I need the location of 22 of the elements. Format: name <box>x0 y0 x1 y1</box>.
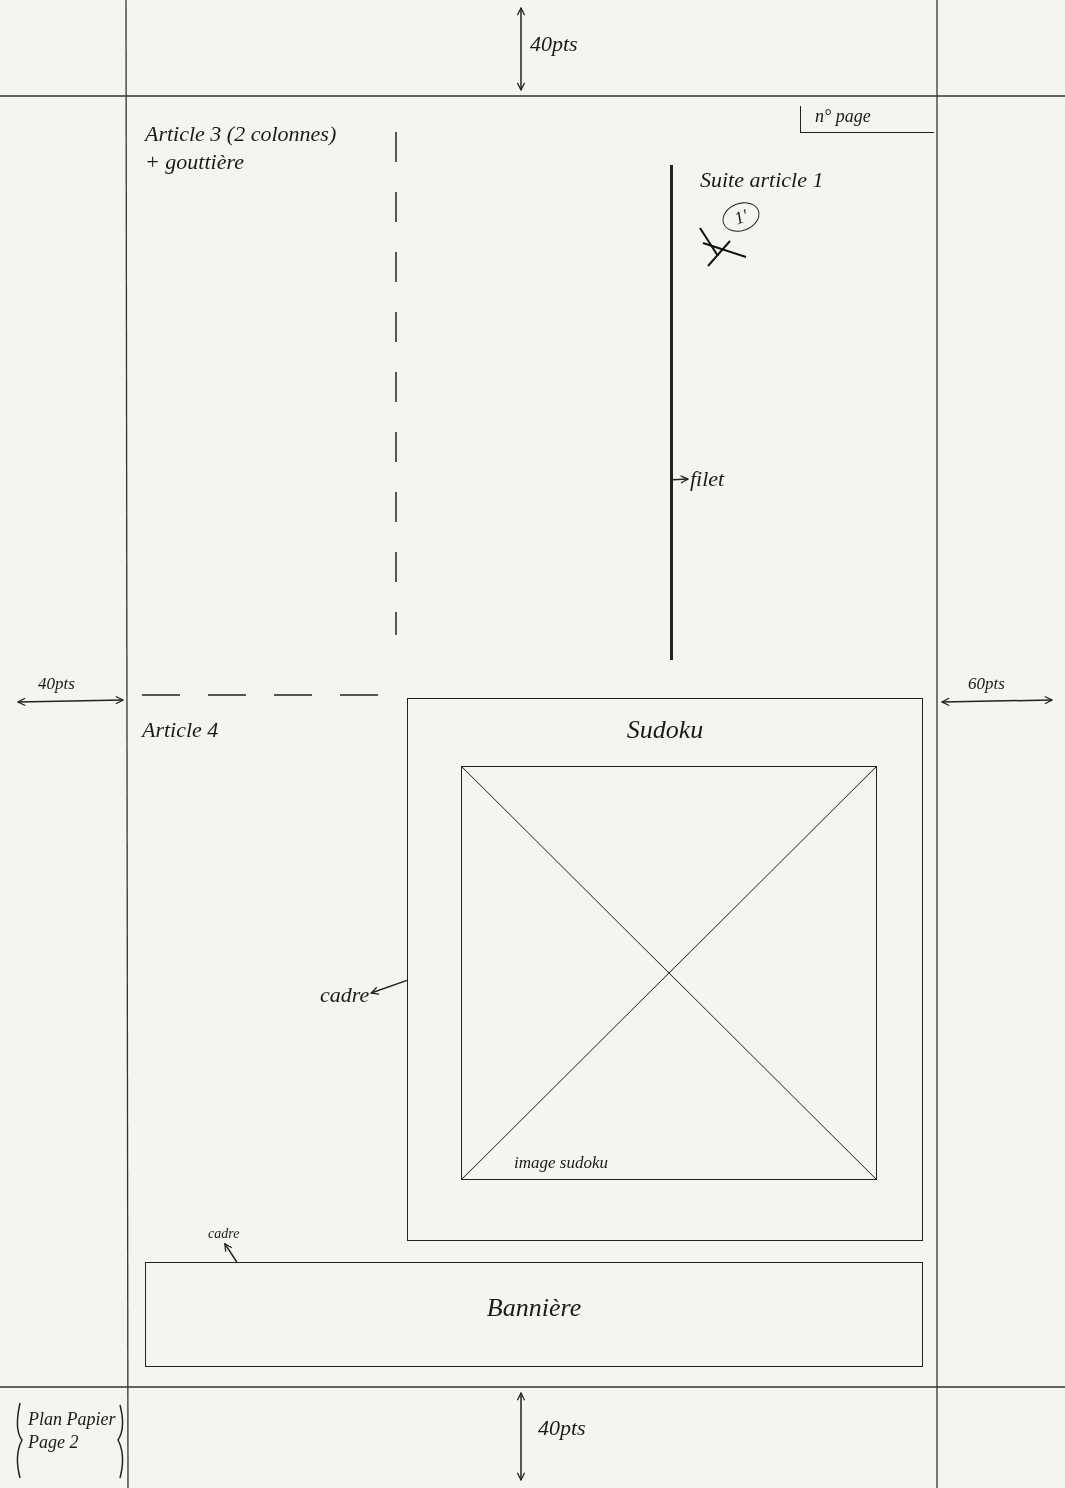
article-heading: Article 3 (2 colonnes) + gouttière <box>145 120 338 175</box>
article-heading: Article 4 <box>142 716 219 744</box>
note: Plan Papier Page 2 <box>28 1408 117 1453</box>
dimension-label: 40pts <box>538 1414 586 1442</box>
leader-arrow <box>672 475 689 484</box>
leader-arrow <box>370 979 408 995</box>
leader-text: filet <box>690 466 725 492</box>
leader-text: cadre <box>320 982 370 1008</box>
article-heading: Suite article 1 <box>700 166 824 194</box>
box-title: Sudoku <box>625 715 705 745</box>
dimension-label: 40pts <box>38 673 75 695</box>
dimension-label: 60pts <box>968 673 1005 695</box>
vertical-rule <box>670 165 673 660</box>
sudoku-frame <box>407 698 923 1241</box>
page-number-corner <box>800 106 934 133</box>
page-number-label: n° page <box>815 106 871 127</box>
banner-box <box>145 1262 923 1367</box>
leader-arrow <box>224 1242 238 1263</box>
dimension-label: 40pts <box>530 30 578 58</box>
leader-text: cadre <box>208 1226 240 1242</box>
box-title: Bannière <box>485 1293 583 1323</box>
crossed-frame-box: image sudoku <box>461 766 877 1180</box>
